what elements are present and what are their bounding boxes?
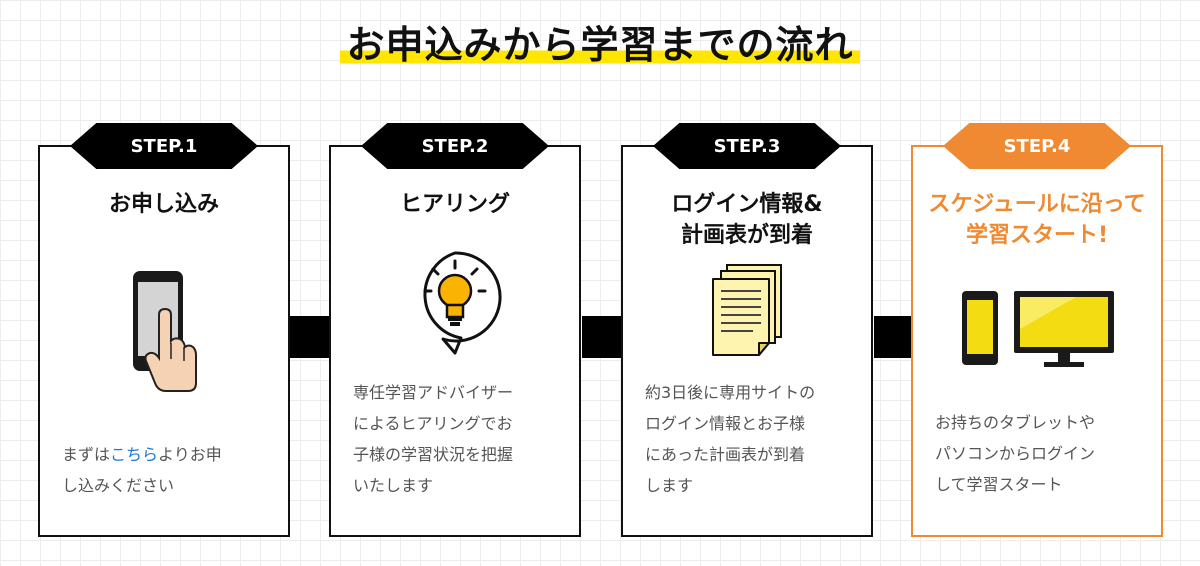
step-desc-4: お持ちのタブレットや パソコンからログイン して学習スタート	[935, 413, 1096, 494]
step-title-4: スケジュールに沿って 学習スタート!	[928, 192, 1146, 248]
step-desc-1-before: まずは	[62, 445, 111, 464]
connector-3-4	[874, 316, 912, 358]
step-title-2: ヒアリング	[399, 192, 510, 217]
apply-here-link[interactable]: こちら	[110, 445, 159, 464]
step-desc-1-after: よりお申 し込みください	[62, 445, 222, 495]
step-desc-3: 約3日後に専用サイトの ログイン情報とお子様 にあった計画表が到着 します	[645, 383, 816, 495]
connector-1-2	[290, 316, 330, 358]
step-badge-2: STEP.2	[361, 123, 549, 169]
step-desc-2: 専任学習アドバイザー によるヒアリングでお 子様の学習状況を把握 いたします	[353, 383, 514, 495]
step-card-4: STEP.4 スケジュールに沿って 学習スタート! お持ちのタブレットや パソコ…	[911, 123, 1163, 537]
smartphone-tap-icon	[40, 265, 288, 395]
step-title-3: ログイン情報& 計画表が到着	[671, 192, 823, 248]
step-card-1: STEP.1 お申し込み まずはこちらよりお申 し込みください	[38, 123, 290, 537]
step-badge-3: STEP.3	[653, 123, 841, 169]
lightbulb-speech-icon	[331, 247, 579, 357]
step-badge-4: STEP.4	[943, 123, 1131, 169]
page-title: お申込みから学習までの流れ	[0, 14, 1200, 69]
devices-icon	[913, 285, 1161, 371]
documents-icon	[623, 261, 871, 361]
step-desc-1: まずはこちらよりお申 し込みください	[62, 439, 274, 501]
step-card-3: STEP.3 ログイン情報& 計画表が到着 約3日後に専用サイトの ログイン情報…	[621, 123, 873, 537]
connector-2-3	[582, 316, 622, 358]
page-title-text: お申込みから学習までの流れ	[340, 23, 860, 67]
step-card-2: STEP.2 ヒアリング 専任学習アドバイザー によるヒアリングでお 子様の学習…	[329, 123, 581, 537]
step-badge-1: STEP.1	[70, 123, 258, 169]
step-title-1: お申し込み	[108, 192, 219, 217]
